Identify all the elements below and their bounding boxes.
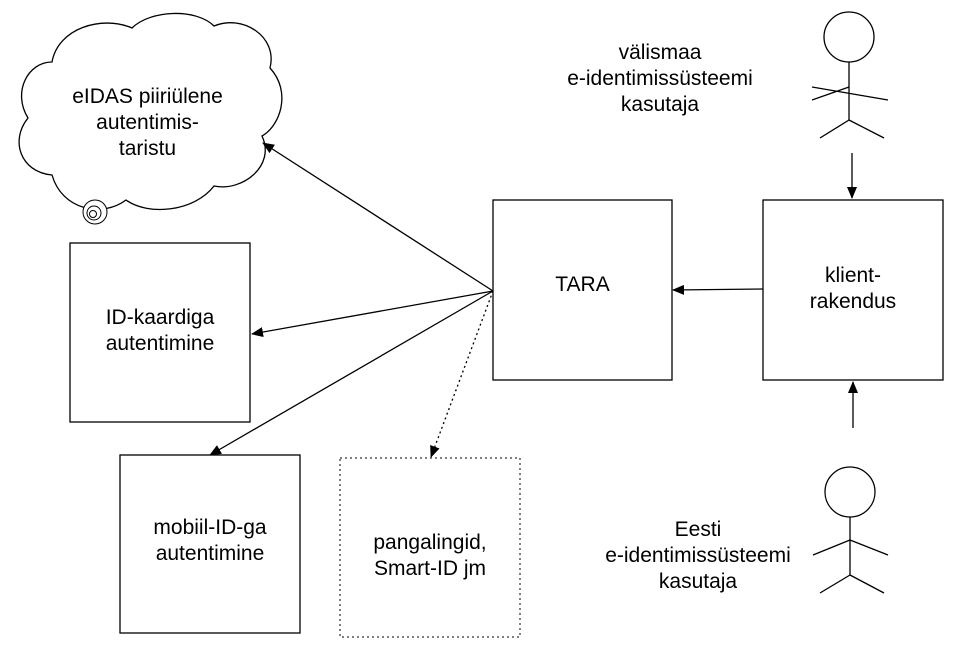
tara-box — [492, 199, 673, 381]
bank-links-label: pangalingid, Smart-ID jm — [373, 531, 487, 580]
actor-leg-right — [849, 574, 885, 594]
actor-leg-right — [848, 119, 885, 139]
tara-label: TARA — [555, 273, 610, 296]
edge-tara-to-eidas — [262, 142, 494, 292]
mobile-id-box — [119, 454, 301, 634]
foreign-user-actor — [811, 11, 889, 139]
estonian-user-label: Eesti e-identimissüsteemi kasutaja — [605, 518, 791, 593]
edge-tara-to-mobile-id — [209, 290, 494, 456]
edge-tara-to-id-card — [251, 290, 494, 337]
id-card-label: ID-kaardiga autentimine — [105, 306, 215, 355]
id-card-box — [69, 242, 251, 423]
actor-head — [823, 11, 875, 63]
actor-arms — [811, 86, 889, 101]
cloud-shape — [18, 12, 283, 211]
estonian-user-actor — [812, 466, 889, 594]
edge-client-app-to-tara — [672, 284, 764, 295]
edge-tara-to-bank-links — [430, 290, 494, 458]
bank-links-box — [339, 457, 521, 638]
eidas-cloud-node — [18, 12, 283, 225]
mobile-id-label: mobiil-ID-ga autentimine — [153, 516, 267, 565]
actor-arms — [849, 539, 889, 556]
actor-arms-left — [812, 539, 851, 556]
actor-arms-left — [811, 86, 850, 101]
client-app-box — [762, 199, 944, 381]
actor-leg-left — [819, 574, 851, 594]
foreign-user-label: välismaa e-identimissüsteemi kasutaja — [567, 41, 753, 116]
actor-head — [824, 466, 876, 518]
actor-leg-left — [819, 119, 850, 139]
client-app-label: klient- rakendus — [809, 264, 897, 313]
eidas-label: eIDAS piiriülene autentimis- taristu — [72, 85, 223, 160]
cloud-bubble-small — [89, 210, 97, 218]
